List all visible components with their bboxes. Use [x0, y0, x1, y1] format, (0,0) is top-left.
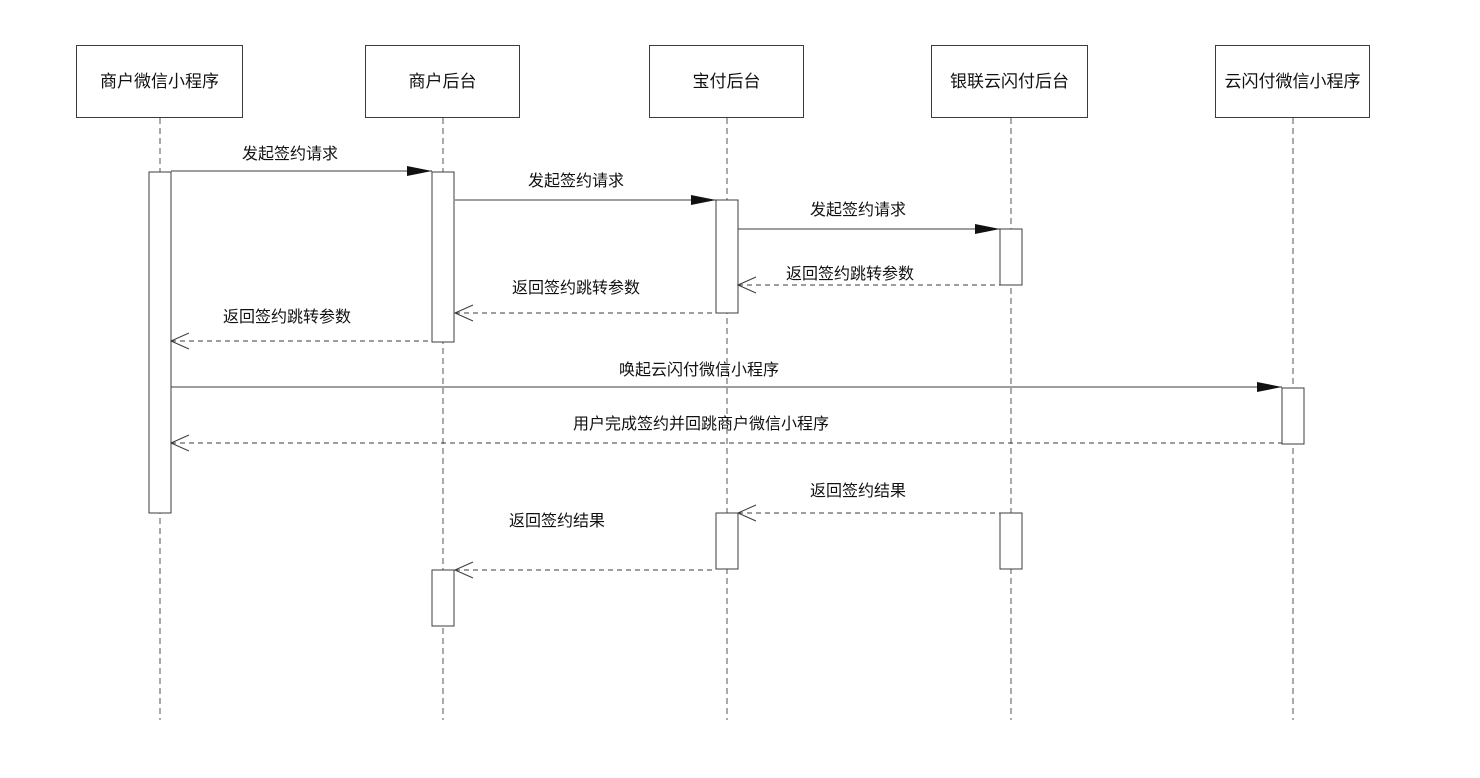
activation-bar-unionpay_backend-6	[999, 512, 1023, 570]
activation-bar-baofu_backend-5	[715, 512, 739, 570]
message-label-sign-request-1: 发起签约请求	[242, 144, 339, 163]
activation-bar-merchant_backend-1	[431, 171, 455, 343]
message-label-jump-params-2: 返回签约跳转参数	[512, 278, 641, 297]
messages-layer	[171, 166, 1282, 570]
participant-label: 商户后台	[408, 71, 477, 92]
activation-bar-merchant_backend-7	[431, 569, 455, 627]
message-label-sign-result-2: 返回签约结果	[509, 511, 606, 530]
participant-label: 宝付后台	[692, 71, 761, 92]
activation-bar-unionpay_backend-3	[999, 228, 1023, 286]
message-label-sign-result-1: 返回签约结果	[810, 481, 907, 500]
message-label-jump-params-1: 返回签约跳转参数	[786, 264, 915, 283]
message-label-invoke-quickpass: 唤起云闪付微信小程序	[619, 360, 780, 379]
activation-bar-baofu_backend-2	[715, 199, 739, 314]
message-label-user-complete-sign: 用户完成签约并回跳商户微信小程序	[573, 414, 830, 433]
activation-bar-merchant_mini-0	[148, 171, 172, 514]
message-label-sign-request-2: 发起签约请求	[528, 171, 625, 190]
participant-label: 商户微信小程序	[100, 71, 219, 92]
participant-merchant-mini-program: 商户微信小程序	[76, 45, 243, 118]
message-label-jump-params-3: 返回签约跳转参数	[223, 307, 352, 326]
participant-baofu-backend: 宝付后台	[649, 45, 804, 118]
message-label-sign-request-3: 发起签约请求	[810, 200, 907, 219]
participant-quickpass-mini-program: 云闪付微信小程序	[1215, 45, 1370, 118]
participant-unionpay-backend: 银联云闪付后台	[931, 45, 1088, 118]
participant-merchant-backend: 商户后台	[365, 45, 520, 118]
activations-layer	[148, 171, 1305, 627]
participant-label: 云闪付微信小程序	[1224, 71, 1361, 92]
participant-label: 银联云闪付后台	[950, 71, 1069, 92]
activation-bar-quickpass_mini-4	[1281, 387, 1305, 445]
